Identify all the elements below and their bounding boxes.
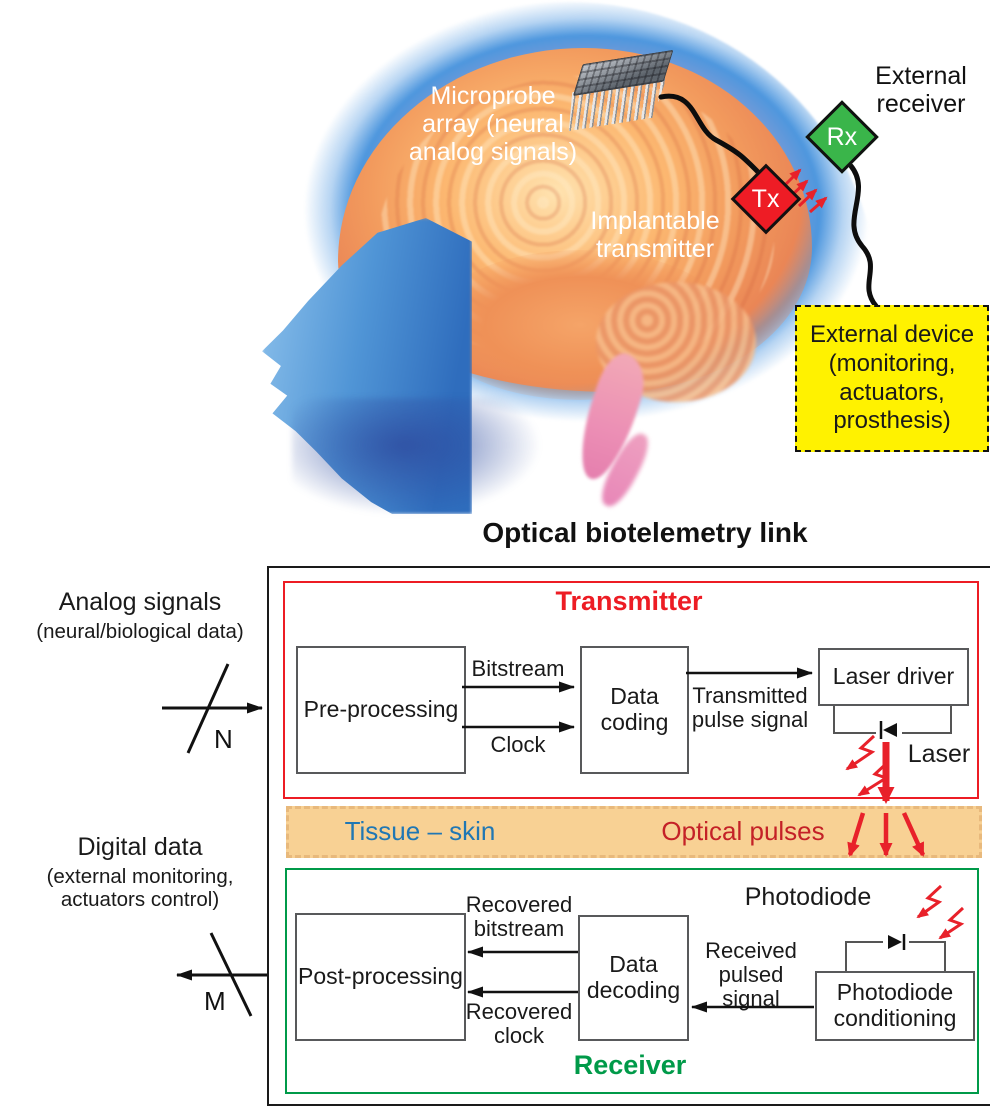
digital-data-title: Digital data bbox=[77, 833, 203, 861]
photodiode-package bbox=[845, 941, 946, 973]
implantable-transmitter-label: Implantable transmitter bbox=[590, 207, 720, 263]
rx-label: Rx bbox=[826, 122, 858, 151]
transmitter-frame bbox=[283, 581, 979, 799]
transmitter-title: Transmitter bbox=[555, 586, 703, 616]
tissue-band bbox=[286, 806, 982, 858]
optical-pulses-label: Optical pulses bbox=[661, 816, 825, 846]
neck-shadow bbox=[292, 398, 542, 516]
diagram-title: Optical biotelemetry link bbox=[482, 517, 808, 548]
m-bus-slash bbox=[209, 932, 253, 1017]
external-device-box: External device (monitoring, actuators, … bbox=[795, 305, 989, 452]
tx-label: Tx bbox=[752, 184, 780, 213]
n-bus-slash bbox=[186, 663, 230, 754]
block-data-coding: Data coding bbox=[580, 646, 689, 774]
outer-frame bbox=[267, 566, 990, 1106]
block-laser-driver: Laser driver bbox=[818, 648, 969, 706]
transmitted-pulse-label: Transmitted pulse signal bbox=[691, 683, 809, 733]
external-receiver-label: External receiver bbox=[875, 62, 967, 118]
receiver-frame bbox=[285, 868, 979, 1094]
recovered-clock-label: Recovered clock bbox=[465, 999, 573, 1049]
analog-signals-title: Analog signals bbox=[58, 588, 222, 616]
external-device-label: External device (monitoring, actuators, … bbox=[809, 320, 975, 435]
hero-section: Microprobe array (neural analog signals)… bbox=[0, 0, 990, 516]
clock-label: Clock bbox=[490, 732, 546, 757]
analog-signals-subtitle: (neural/biological data) bbox=[36, 620, 244, 643]
block-post-processing: Post-processing bbox=[295, 913, 466, 1041]
block-data-decoding: Data decoding bbox=[578, 915, 689, 1041]
receiver-title: Receiver bbox=[573, 1050, 687, 1080]
block-pre-processing: Pre-processing bbox=[296, 646, 466, 774]
photodiode-label: Photodiode bbox=[744, 883, 872, 911]
received-pulse-label: Received pulsed signal bbox=[705, 938, 797, 1012]
recovered-bitstream-label: Recovered bitstream bbox=[465, 892, 573, 942]
laser-package bbox=[833, 702, 952, 734]
microprobe-label: Microprobe array (neural analog signals) bbox=[408, 82, 578, 166]
m-bus-label: M bbox=[204, 986, 226, 1016]
bitstream-label: Bitstream bbox=[471, 656, 565, 681]
laser-label: Laser bbox=[907, 740, 971, 768]
tissue-skin-label: Tissue – skin bbox=[344, 816, 496, 846]
n-bus-label: N bbox=[214, 724, 233, 754]
digital-data-subtitle: (external monitoring, actuators control) bbox=[46, 865, 234, 911]
block-photodiode-conditioning: Photodiode conditioning bbox=[815, 971, 975, 1041]
